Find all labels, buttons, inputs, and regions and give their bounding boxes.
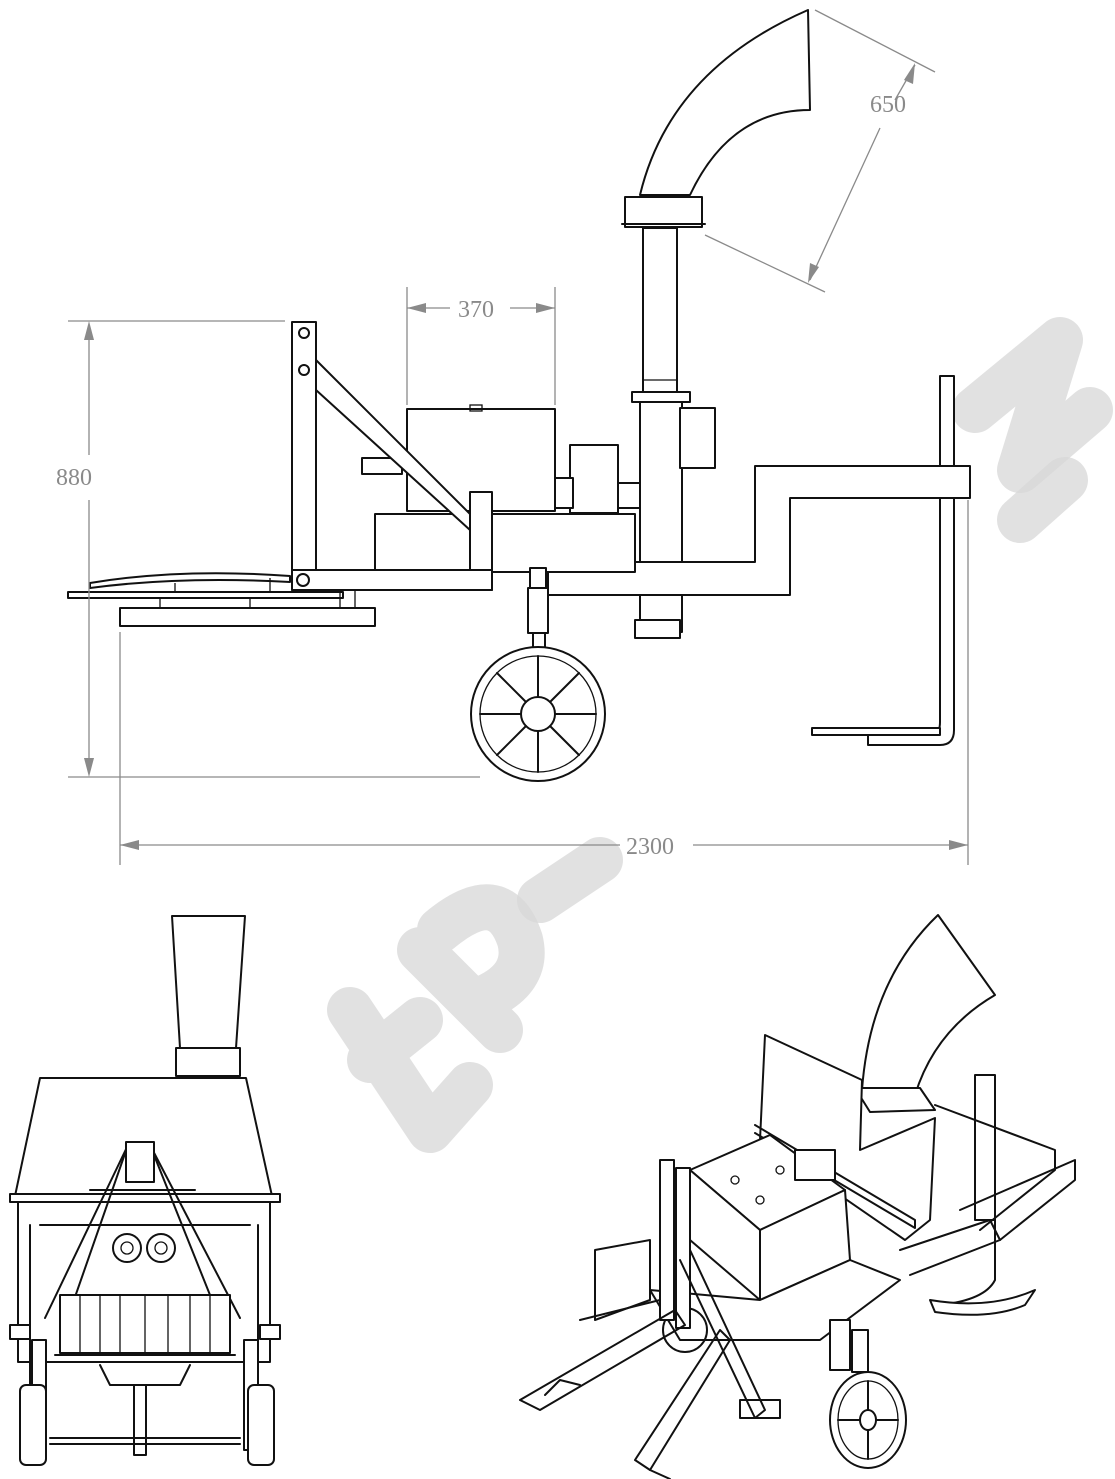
front-chute bbox=[171, 915, 246, 1049]
main-frame-beam bbox=[547, 465, 971, 596]
side-view bbox=[67, 9, 971, 782]
header-tray bbox=[119, 607, 376, 627]
iso-chute bbox=[861, 914, 996, 1096]
dim-width: 370 bbox=[458, 297, 494, 323]
front-wheel-left bbox=[19, 1384, 47, 1466]
hitch-mast bbox=[291, 321, 317, 591]
iso-hitch-mast bbox=[659, 1159, 675, 1321]
iso-wheel bbox=[829, 1371, 907, 1469]
chute-pipe bbox=[642, 227, 678, 399]
isometric-view bbox=[519, 914, 1076, 1479]
dimension-labels: 880 370 2300 650 bbox=[56, 92, 906, 860]
watermark bbox=[327, 317, 1113, 1153]
gauge-wheel bbox=[470, 646, 606, 782]
dim-length: 2300 bbox=[626, 834, 674, 860]
discharge-chute bbox=[639, 9, 811, 196]
dim-chute: 650 bbox=[870, 92, 906, 118]
dim-height: 880 bbox=[56, 465, 92, 491]
front-wheel-right bbox=[247, 1384, 275, 1466]
dimension-lines bbox=[68, 9, 969, 865]
front-view bbox=[9, 915, 281, 1466]
subsoiler-tine bbox=[867, 497, 955, 746]
